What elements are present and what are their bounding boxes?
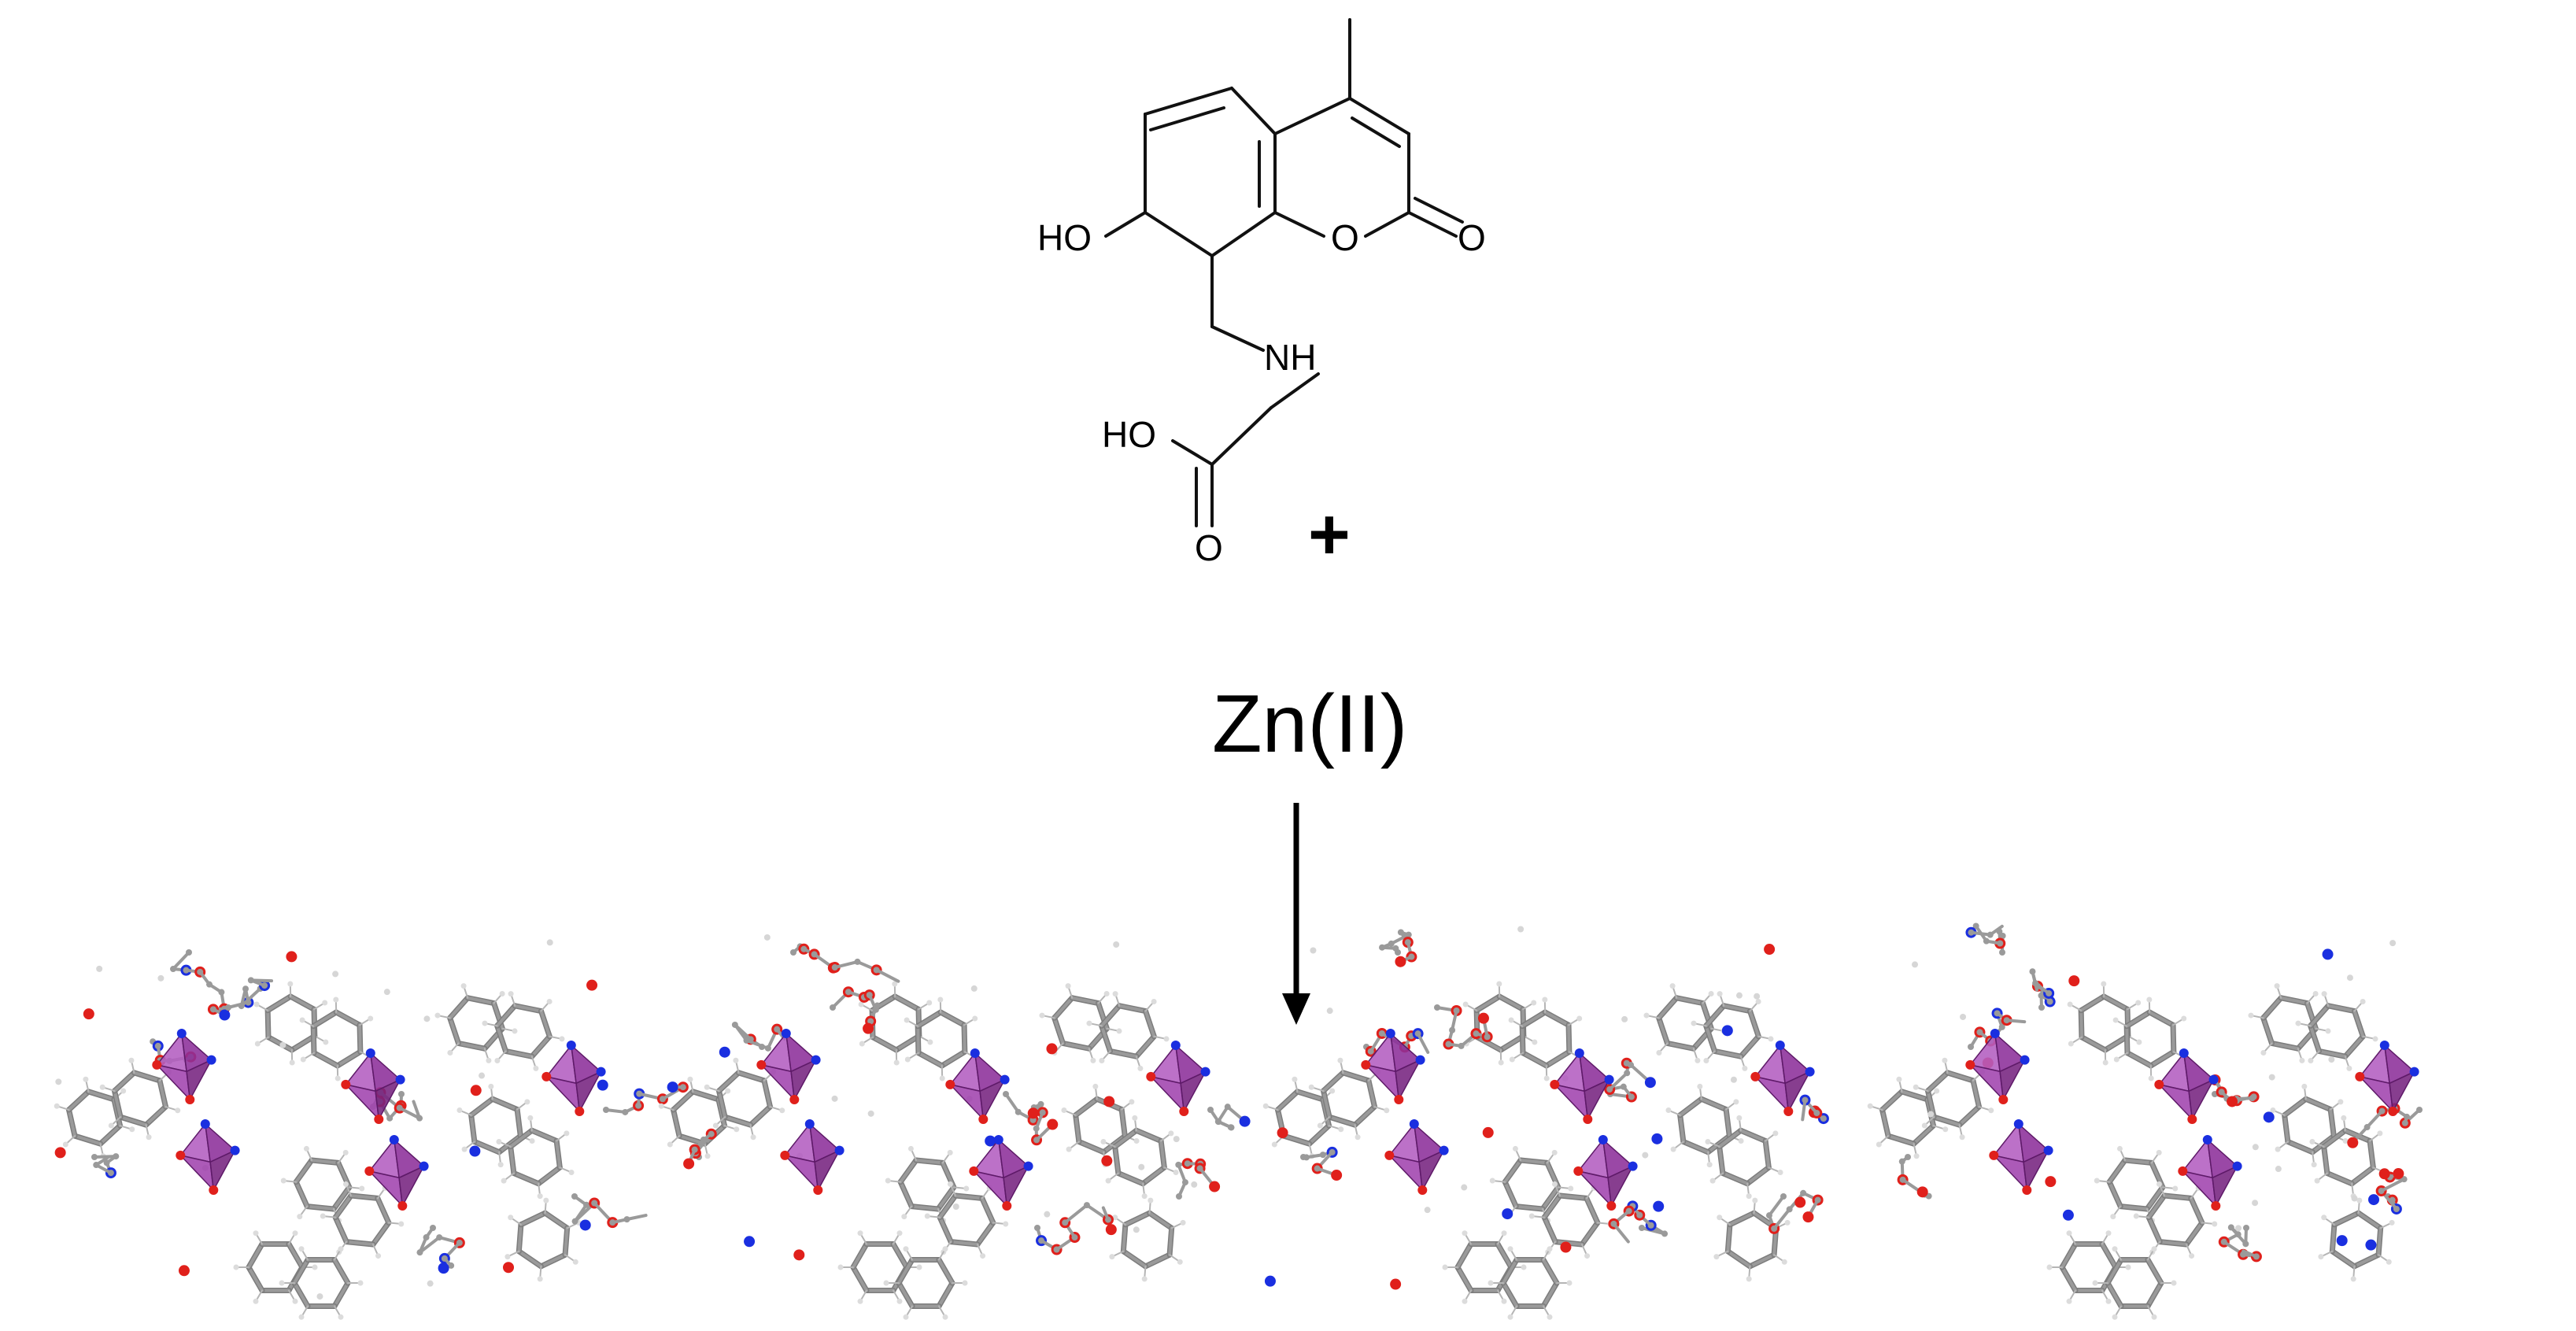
zn-polyhedron-icon [341, 1048, 405, 1124]
zn-polyhedron-icon [1965, 1029, 2030, 1104]
hydroxyl-label: HO [1037, 217, 1092, 258]
zn-polyhedron-icon [176, 1119, 240, 1195]
crystal-repeat-unit [1262, 926, 1829, 1320]
zn-polyhedron-icon [1573, 1135, 1638, 1211]
zn-polyhedron-icon [1989, 1119, 2053, 1195]
carbonyl-oxygen-label: O [1458, 217, 1486, 258]
ring-oxygen-label: O [1331, 217, 1359, 258]
zn-polyhedron-icon [1361, 1029, 1425, 1104]
reagent-label: Zn(II) [1212, 678, 1407, 770]
zn-polyhedron-icon [1146, 1041, 1210, 1116]
crystal-repeat-unit [658, 934, 1251, 1320]
zn-polyhedron-icon [1750, 1041, 1815, 1116]
reaction-arrow [1282, 803, 1310, 1025]
zn-polyhedron-icon [2154, 1048, 2219, 1124]
zn-polyhedron-icon [1384, 1119, 1449, 1195]
plus-sign: + [1308, 494, 1351, 575]
zn-polyhedron-icon [541, 1041, 606, 1116]
zn-polyhedron-icon [1550, 1048, 1614, 1124]
crystal-structure [54, 922, 2423, 1320]
zn-polyhedron-icon [2178, 1135, 2242, 1211]
acid-hydroxyl-label: HO [1102, 414, 1156, 455]
zn-polyhedron-icon [152, 1029, 216, 1104]
amine-label: NH [1264, 337, 1316, 378]
crystal-repeat-unit [1867, 922, 2423, 1320]
zn-polyhedron-icon [756, 1029, 821, 1104]
ligand-structure: HO O O NH HO O [1037, 18, 1486, 568]
zn-polyhedron-icon [969, 1135, 1033, 1211]
zn-polyhedron-icon [945, 1048, 1010, 1124]
zn-polyhedron-icon [364, 1135, 429, 1211]
acid-carbonyl-label: O [1195, 527, 1223, 568]
zn-polyhedron-icon [780, 1119, 844, 1195]
zn-polyhedron-icon [2355, 1041, 2419, 1116]
crystal-repeat-unit [54, 939, 689, 1320]
